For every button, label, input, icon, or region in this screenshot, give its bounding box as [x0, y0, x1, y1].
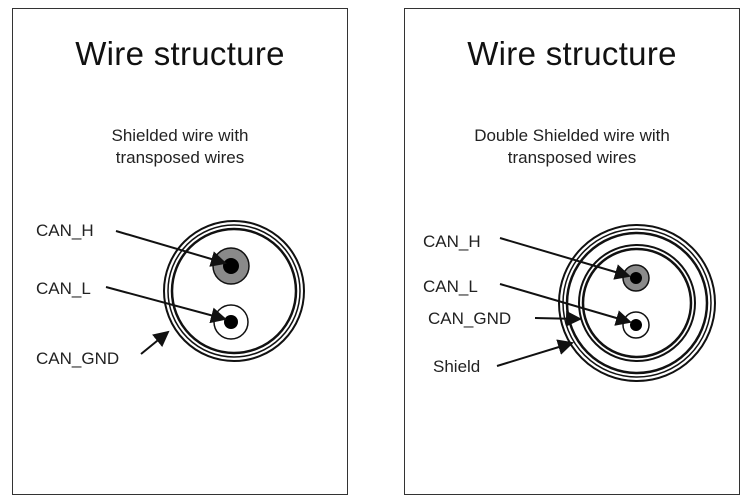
right-arrow-can-l — [499, 283, 632, 326]
left-subtitle-line1: Shielded wire with — [111, 126, 249, 145]
left-subtitle-line2: transposed wires — [115, 148, 245, 167]
left-label-can-h: CAN_H — [36, 221, 94, 240]
right-cable-cross-section — [496, 224, 716, 382]
right-title: Wire structure — [467, 35, 677, 72]
right-cable-inner-shield — [578, 244, 696, 362]
left-arrow-can-h — [115, 230, 227, 267]
right-subtitle-line1: Double Shielded wire with — [474, 126, 670, 145]
left-arrow-can-l — [105, 286, 227, 324]
left-arrow-can-gnd — [140, 330, 170, 355]
left-title: Wire structure — [75, 35, 285, 72]
right-can-l-conductor — [622, 311, 650, 339]
left-can-h-conductor — [212, 247, 250, 285]
left-label-can-l: CAN_L — [36, 279, 91, 298]
right-label-shield: Shield — [433, 357, 481, 376]
left-cable-cross-section — [105, 220, 305, 362]
right-label-can-l: CAN_L — [423, 277, 478, 296]
left-cable-outer-sheath — [163, 220, 305, 362]
right-label-can-gnd: CAN_GND — [428, 309, 512, 328]
left-diagram-panel: Wire structure Shielded wire with transp… — [12, 8, 348, 495]
right-arrow-shield — [496, 339, 574, 367]
right-arrow-can-gnd — [534, 310, 582, 327]
left-subtitle: Shielded wire with transposed wires — [13, 125, 347, 169]
right-arrow-can-h — [499, 237, 631, 280]
right-subtitle: Double Shielded wire with transposed wir… — [405, 125, 739, 169]
right-diagram-panel: Wire structure Double Shielded wire with… — [404, 8, 740, 495]
left-label-can-gnd: CAN_GND — [36, 349, 120, 368]
right-subtitle-line2: transposed wires — [507, 148, 637, 167]
right-can-h-conductor — [622, 264, 650, 292]
right-label-can-h: CAN_H — [423, 232, 481, 251]
left-can-l-conductor — [213, 304, 249, 340]
